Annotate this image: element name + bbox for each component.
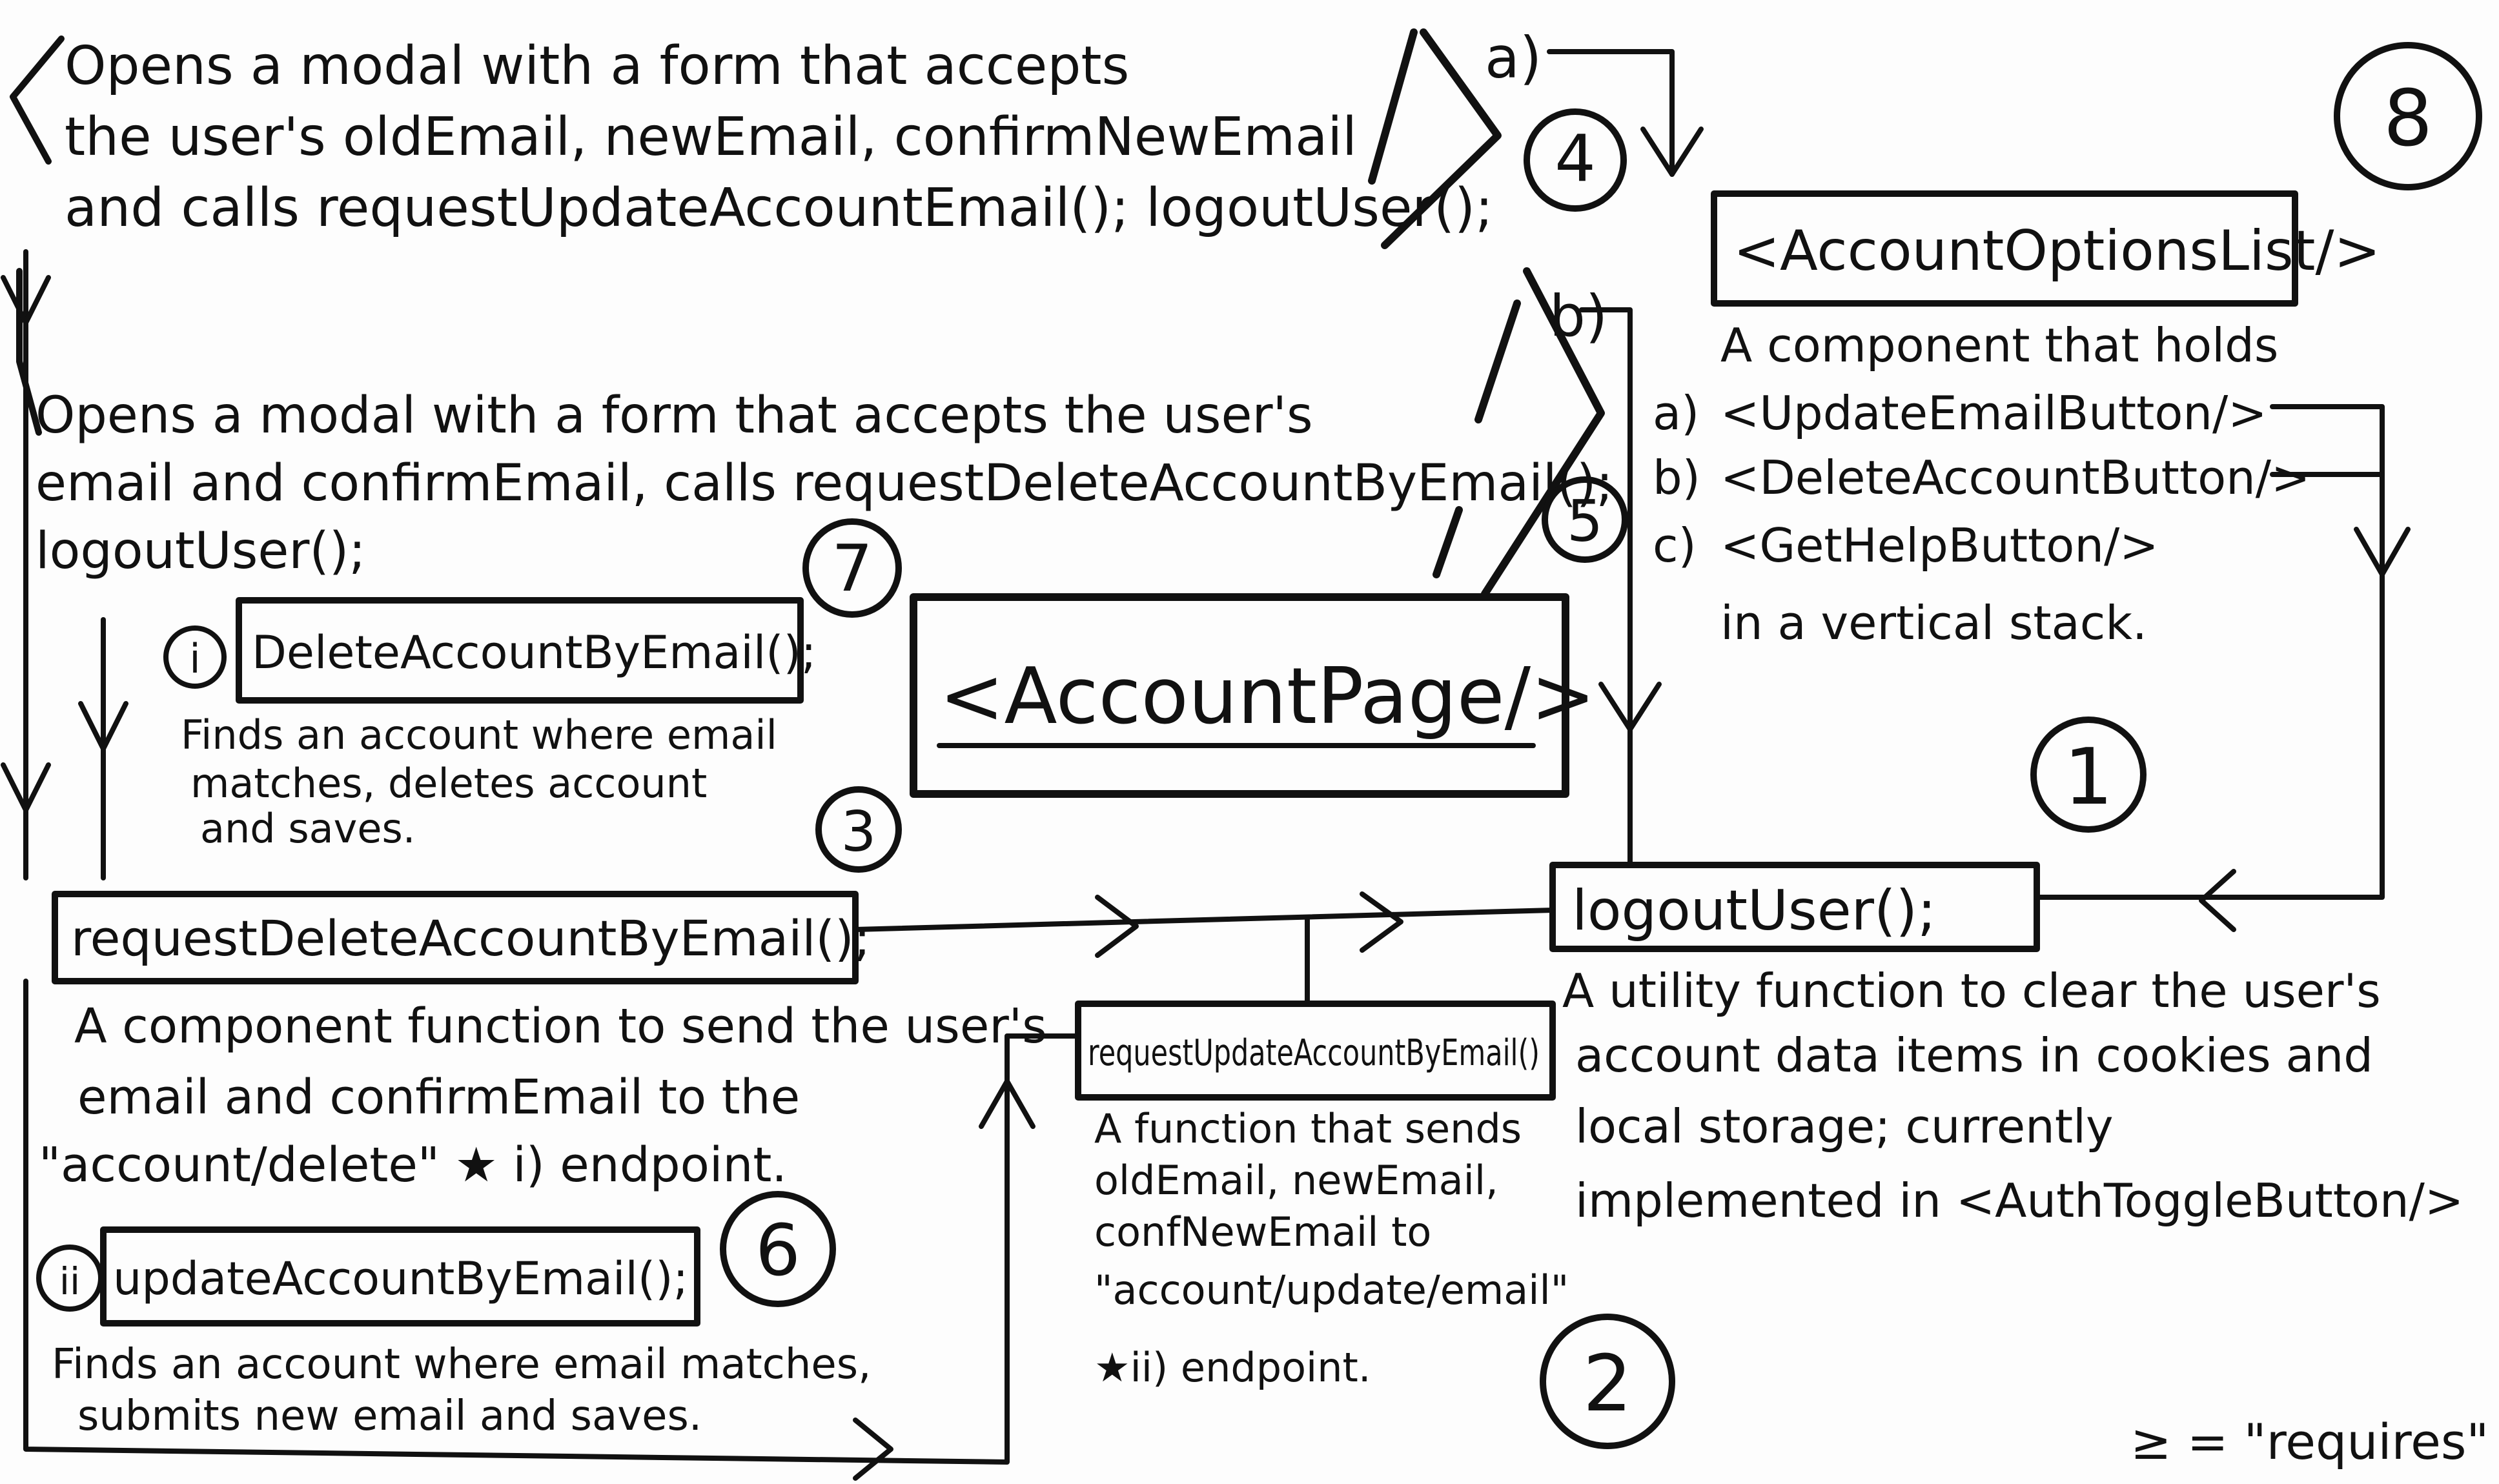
delete-account-modal-number-circle — [1542, 476, 1628, 563]
arrowhead-up-request-update — [979, 1079, 1035, 1129]
delete-account-by-email-box — [236, 597, 804, 704]
update-account-by-email-label: updateAccountByEmail(); — [113, 1252, 688, 1305]
get-help-button-label: <GetHelpButton/> — [1720, 518, 2159, 573]
request-update-desc-line-1: A function that sends — [1094, 1105, 1522, 1152]
logout-user-node: 1 logoutUser(); A utility function to cl… — [1549, 717, 2463, 1228]
update-account-by-email-desc-line-1: Finds an account where email matches, — [52, 1341, 871, 1388]
delete-account-by-email-node: i DeleteAccountByEmail(); 7 Finds an acc… — [163, 518, 902, 852]
delete-account-modal-node: Opens a modal with a form that accepts t… — [16, 267, 1628, 598]
update-email-modal-desc-line-1: Opens a modal with a form that accepts — [65, 36, 1129, 97]
delete-account-by-email-label: DeleteAccountByEmail(); — [252, 626, 817, 679]
update-email-button-label: <UpdateEmailButton/> — [1720, 386, 2267, 440]
update-account-by-email-box — [100, 1226, 700, 1326]
account-options-list-node: 8 <AccountOptionsList/> A component that… — [1653, 42, 2482, 650]
logout-user-desc-line-3: local storage; currently — [1575, 1099, 2114, 1154]
delete-account-by-email-marker: i — [189, 635, 200, 682]
connector-bottom-loop — [23, 979, 1081, 1465]
logout-user-desc-line-2: account data items in cookies and — [1575, 1028, 2373, 1083]
request-update-desc-line-4: "account/update/email" — [1094, 1266, 1569, 1314]
request-update-box — [1075, 1001, 1556, 1101]
account-options-list-desc-line-1: A component that holds — [1720, 318, 2278, 372]
account-page-box — [910, 593, 1569, 798]
update-account-by-email-number: 6 — [755, 1209, 801, 1292]
account-options-list-number: 8 — [2383, 74, 2433, 164]
update-email-modal-desc-line-3: and calls requestUpdateAccountEmail(); l… — [65, 178, 1493, 239]
request-update-desc-line-2: oldEmail, newEmail, — [1094, 1157, 1498, 1204]
request-delete-node: 3 requestDeleteAccountByEmail(); A compo… — [39, 786, 1047, 1193]
arrowhead-right-bracket — [2354, 527, 2411, 577]
arrowhead-logout-column — [1598, 682, 1662, 732]
update-account-by-email-marker: ii — [59, 1259, 80, 1303]
logout-user-desc-line-4: implemented in <AuthToggleButton/> — [1575, 1174, 2463, 1228]
request-update-number-circle — [1540, 1314, 1675, 1449]
delete-account-modal-desc-line-3: logoutUser(); — [36, 522, 366, 580]
delete-account-modal-number: 5 — [1567, 488, 1603, 554]
arrowhead-mid-1 — [1095, 895, 1139, 958]
delete-account-button-label: <DeleteAccountButton/> — [1720, 451, 2310, 505]
account-page-node: <AccountPage/> — [910, 593, 1596, 798]
arrowhead-logout-right — [2199, 869, 2236, 932]
arrowhead-spine-top — [1, 275, 51, 325]
delete-account-modal-marker: b) — [1549, 283, 1607, 349]
logout-user-label: logoutUser(); — [1572, 879, 1936, 943]
delete-account-by-email-desc-line-2: matches, deletes account — [190, 760, 707, 807]
requires-chevron-5 — [1433, 267, 1605, 598]
request-delete-number-circle — [815, 786, 902, 873]
request-delete-box — [52, 891, 859, 984]
request-delete-number: 3 — [841, 800, 877, 864]
account-page-label: <AccountPage/> — [939, 652, 1596, 742]
request-update-desc-line-3: confNewEmail to — [1094, 1208, 1431, 1255]
request-delete-label: requestDeleteAccountByEmail(); — [71, 910, 870, 967]
connector-request-delete-to-logout — [853, 908, 1555, 932]
brace-left-5 — [16, 268, 42, 436]
request-update-node: requestUpdateAccountByEmail() A function… — [1075, 1001, 1675, 1449]
account-options-list-desc-line-2: in a vertical stack. — [1720, 596, 2147, 650]
update-account-by-email-desc-line-2: submits new email and saves. — [77, 1392, 702, 1440]
arrowhead-list — [1640, 127, 1704, 177]
requires-chevron-4 — [1368, 28, 1502, 249]
connector-update-button-to-logout — [2034, 404, 2385, 900]
logout-user-box — [1549, 862, 2040, 952]
delete-account-by-email-number: 7 — [831, 531, 873, 606]
request-delete-desc-line-3: "account/delete" ★ i) endpoint. — [39, 1137, 787, 1193]
request-delete-desc-line-2: email and confirmEmail to the — [77, 1070, 800, 1125]
arrowhead-7 — [78, 701, 128, 751]
account-options-list-box — [1711, 190, 2298, 307]
update-account-by-email-node: ii updateAccountByEmail(); 6 Finds an ac… — [36, 1191, 871, 1440]
arrowhead-spine-bottom — [1, 762, 51, 813]
arrowhead-bottom — [853, 1418, 893, 1481]
request-update-number: 2 — [1583, 1339, 1632, 1429]
delete-account-by-email-desc-line-1: Finds an account where email — [181, 711, 777, 758]
logout-user-number-circle — [2030, 717, 2147, 833]
update-email-modal-marker: a) — [1485, 25, 1542, 91]
update-account-by-email-number-circle — [720, 1191, 836, 1307]
delete-account-modal-desc-line-2: email and confirmEmail, calls requestDel… — [36, 454, 1613, 513]
update-email-modal-desc-line-2: the user's oldEmail, newEmail, confirmNe… — [65, 107, 1357, 168]
account-options-list-label: <AccountOptionsList/> — [1733, 219, 2380, 283]
update-email-modal-number: 4 — [1555, 121, 1596, 196]
logout-user-number: 1 — [2064, 733, 2113, 822]
update-email-button-marker: a) — [1653, 386, 1699, 440]
arrowhead-mid-2 — [1360, 891, 1403, 953]
brace-left-4 — [10, 36, 65, 165]
delete-account-by-email-number-circle — [802, 518, 902, 618]
get-help-button-marker: c) — [1653, 518, 1697, 573]
request-delete-desc-line-1: A component function to send the user's — [74, 999, 1047, 1054]
connector-a-to-list — [1547, 49, 1675, 177]
delete-account-button-marker: b) — [1653, 451, 1700, 505]
connector-b-to-logout — [1579, 307, 1633, 868]
legend-requires: ≥ = "requires" — [2130, 1413, 2489, 1470]
logout-user-desc-line-1: A utility function to clear the user's — [1562, 964, 2381, 1018]
update-email-modal-node: Opens a modal with a form that accepts t… — [10, 25, 1627, 249]
update-email-modal-number-circle — [1524, 108, 1627, 212]
request-update-desc-line-5: ★ii) endpoint. — [1094, 1344, 1371, 1391]
account-options-list-number-circle — [2334, 42, 2482, 190]
connectors — [1, 49, 2411, 1481]
delete-account-by-email-marker-circle — [163, 625, 227, 689]
delete-account-by-email-desc-line-3: and saves. — [200, 805, 416, 852]
delete-account-modal-desc-line-1: Opens a modal with a form that accepts t… — [36, 387, 1313, 445]
request-update-label: requestUpdateAccountByEmail() — [1088, 1032, 1540, 1074]
